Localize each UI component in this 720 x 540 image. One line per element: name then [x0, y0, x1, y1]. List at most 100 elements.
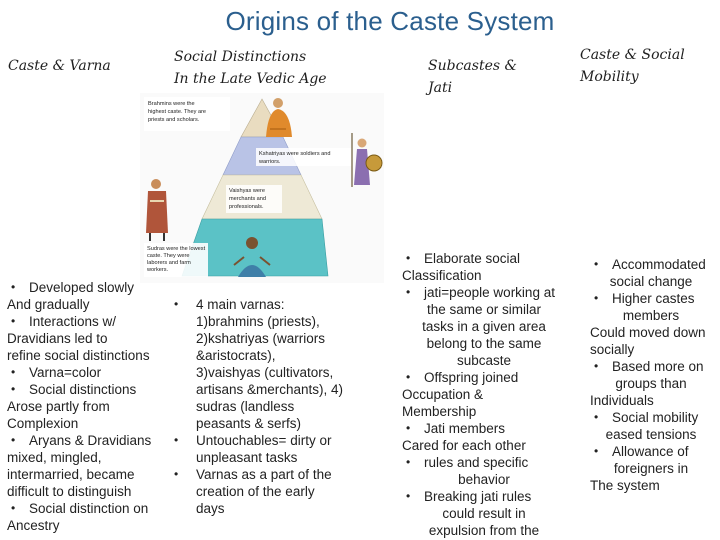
- col2-line: artisans &merchants), 4): [196, 382, 344, 397]
- col4-line: Could moved down: [590, 325, 706, 340]
- label-line: caste. They were: [147, 253, 190, 259]
- col4-line: Social mobility: [590, 409, 712, 426]
- col2-line: 3)vaishyas (cultivators,: [196, 365, 334, 380]
- col3-line: belong to the same: [426, 336, 542, 351]
- col3-line: subcaste: [456, 353, 512, 368]
- col4-line: The system: [590, 478, 660, 493]
- col2-line: Untouchables= dirty or: [196, 433, 332, 448]
- col4-line: Accommodated: [590, 256, 712, 273]
- merchant-figure-icon: [146, 179, 168, 241]
- label-line: workers.: [146, 267, 169, 273]
- col4-line: Individuals: [590, 393, 654, 408]
- bullet-dot: •: [174, 297, 179, 311]
- label-sudras: Sudras were the lowest caste. They were …: [146, 246, 207, 273]
- label-line: Kshatriyas were soldiers and: [259, 151, 331, 157]
- pyramid-svg: Brahmins were the highest caste. They ar…: [140, 93, 384, 283]
- bullet-dot: •: [174, 467, 179, 481]
- label-line: merchants and: [229, 196, 266, 202]
- col2-line: unpleasant tasks: [196, 450, 298, 465]
- col1-line: Varna=color: [7, 364, 167, 381]
- col3-line: Breaking jati rules: [402, 488, 566, 505]
- label-box-third: [226, 185, 282, 213]
- col1-line: Social distinctions: [7, 381, 167, 398]
- label-box-bottom: [144, 243, 208, 277]
- col2-line: peasants & serfs): [196, 416, 302, 431]
- col4-line: members: [622, 308, 680, 323]
- label-line: Brahmins were the: [148, 101, 195, 107]
- col2-line: creation of the early: [196, 484, 315, 499]
- col1-line: mixed, mingled,: [7, 450, 102, 465]
- col2-line: 4 main varnas:: [196, 297, 285, 312]
- col3-line: jati=people working at: [402, 284, 566, 301]
- col3-line: expulsion from the: [428, 523, 540, 538]
- col3-line: tasks in a given area: [422, 319, 546, 334]
- slide-title: Origins of the Caste System: [225, 6, 555, 36]
- col2-line: Varnas as a part of the: [196, 467, 332, 482]
- heading-mobility: Caste & Social Mobility: [580, 44, 685, 88]
- col1-line: Dravidians led to: [7, 331, 108, 346]
- col1-line: Arose partly from: [7, 399, 110, 414]
- col2-line: days: [196, 501, 225, 516]
- col4-line: social change: [609, 274, 693, 289]
- label-line: professionals.: [229, 204, 264, 210]
- heading-line: Social Distinctions: [174, 49, 307, 65]
- label-line: priests and scholars.: [148, 117, 200, 123]
- col4-line: foreigners in: [613, 461, 689, 476]
- heading-line: In the Late Vedic Age: [174, 71, 327, 87]
- bullet-dot: •: [174, 433, 179, 447]
- col1-line: Social distinction on: [7, 500, 167, 517]
- col1-line: Interactions w/: [7, 313, 167, 330]
- caste-pyramid-figure: Brahmins were the highest caste. They ar…: [140, 93, 384, 283]
- col1-line: And gradually: [7, 297, 90, 312]
- col3-line: could result in: [442, 506, 526, 521]
- bullet-text: Varnas as a part of the creation of the e…: [196, 466, 372, 517]
- heading-social-distinctions: Social Distinctions In the Late Vedic Ag…: [174, 46, 327, 90]
- label-line: Vaishyas were: [229, 188, 265, 194]
- col3-line: Cared for each other: [402, 438, 526, 453]
- col4-line: groups than: [615, 376, 687, 391]
- col4-line: Based more on: [590, 358, 712, 375]
- heading-line: Subcastes &: [428, 58, 517, 74]
- heading-line: Caste & Social: [580, 47, 685, 63]
- label-brahmins: Brahmins were the highest caste. They ar…: [148, 101, 208, 123]
- varna-bullet: • 4 main varnas: 1)brahmins (priests), 2)ks…: [172, 296, 372, 432]
- label-line: Sudras were the lowest: [147, 246, 206, 252]
- heading-caste-varna: Caste & Varna: [8, 58, 111, 74]
- priest-figure-icon: [266, 98, 292, 137]
- label-line: warriors.: [258, 159, 281, 165]
- col2-line: 1)brahmins (priests),: [196, 314, 320, 329]
- col1-line: intermarried, became: [7, 467, 135, 482]
- col3-line: Elaborate social: [402, 250, 566, 267]
- varna-bullet: • Varnas as a part of the creation of the …: [172, 466, 372, 517]
- col3-line: Membership: [402, 404, 477, 419]
- col3-line: rules and specific: [402, 454, 566, 471]
- col1-line: Developed slowly: [7, 279, 167, 296]
- varna-bullet: • Untouchables= dirty or unpleasant tasks: [172, 432, 372, 466]
- heading-line: Mobility: [580, 69, 639, 85]
- subcastes-text: Elaborate socialClassificationjati=peopl…: [402, 250, 566, 539]
- col1-line: difficult to distinguish: [7, 484, 132, 499]
- social-distinctions-text: • 4 main varnas: 1)brahmins (priests), 2)ks…: [172, 296, 372, 517]
- label-line: highest caste. They are: [148, 109, 206, 115]
- col4-line: eased tensions: [605, 427, 697, 442]
- col3-line: the same or similar: [426, 302, 542, 317]
- col1-line: Aryans & Dravidians: [7, 432, 167, 449]
- col2-line: &aristocrats),: [196, 348, 276, 363]
- col1-line: refine social distinctions: [7, 348, 150, 363]
- col4-line: socially: [590, 342, 635, 357]
- col3-line: Classification: [402, 268, 482, 283]
- col2-line: 2)kshatriyas (warriors: [196, 331, 326, 346]
- laborer-figure-icon: [233, 237, 271, 277]
- label-kshatriyas: Kshatriyas were soldiers and warriors.: [258, 151, 332, 165]
- bullet-text: Untouchables= dirty or unpleasant tasks: [196, 432, 372, 466]
- col3-line: Jati members: [402, 420, 566, 437]
- label-box-second: [256, 148, 352, 166]
- col4-line: Allowance of: [590, 443, 712, 460]
- warrior-figure-icon: [351, 133, 383, 187]
- col1-line: Complexion: [7, 416, 79, 431]
- heading-line: Jati: [428, 80, 453, 96]
- label-line: laborers and farm: [147, 260, 191, 266]
- col4-line: Higher castes: [590, 290, 712, 307]
